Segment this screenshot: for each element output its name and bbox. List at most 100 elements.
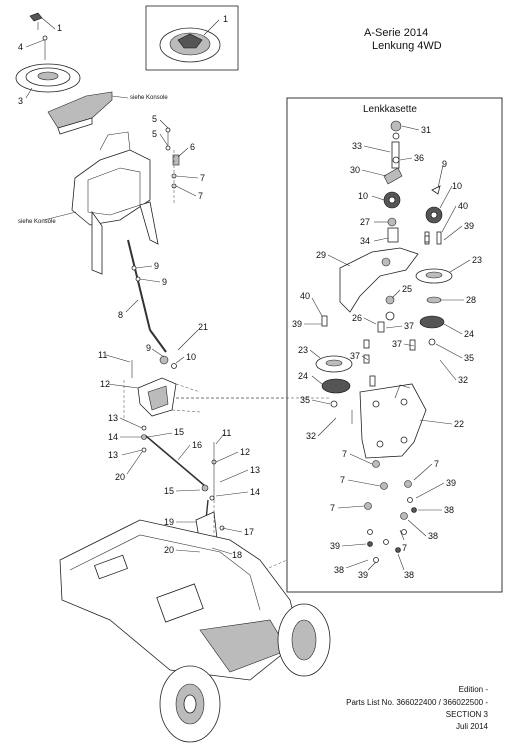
callout-38b: 38 <box>428 531 438 541</box>
callout-6: 6 <box>190 142 195 152</box>
callout-18: 18 <box>232 550 242 560</box>
small-bolts <box>321 235 430 424</box>
callout-36: 36 <box>414 153 424 163</box>
header-section: Lenkung 4WD <box>372 40 442 52</box>
callout-3: 3 <box>18 96 23 106</box>
callout-39a: 39 <box>464 221 474 231</box>
callout-k7a: 7 <box>342 449 347 459</box>
callout-numbers: 1 1 4 3 5 5 6 7 7 9 9 8 21 9 10 11 12 13… <box>18 14 482 580</box>
callout-37c: 37 <box>350 351 360 361</box>
callout-40b: 40 <box>300 291 310 301</box>
lenkkasette-title: Lenkkasette <box>363 104 417 115</box>
pivot-bracket <box>123 360 201 420</box>
callout-12a: 12 <box>100 379 110 389</box>
callout-20a: 20 <box>115 472 125 482</box>
callout-24b: 24 <box>298 371 308 381</box>
callout-14b: 14 <box>250 487 260 497</box>
callout-23a: 23 <box>472 255 482 265</box>
callout-10b: 10 <box>452 181 462 191</box>
callout-31: 31 <box>421 125 431 135</box>
callout-29: 29 <box>316 250 326 260</box>
callout-38d: 38 <box>404 570 414 580</box>
lenk-upper-shaft <box>383 120 443 245</box>
callout-k7e: 7 <box>402 543 407 553</box>
callout-39b: 39 <box>292 319 302 329</box>
dash-console <box>47 91 129 135</box>
callout-38c: 38 <box>334 565 344 575</box>
callout-k7c: 7 <box>340 475 345 485</box>
sector-plate <box>339 247 419 321</box>
callout-39c: 39 <box>446 478 456 488</box>
callout-11b: 11 <box>222 428 231 438</box>
steering-wheel-assembly <box>15 12 81 93</box>
konsole-ref-top: siehe Konsole <box>130 95 168 101</box>
callout-9b: 9 <box>162 277 167 287</box>
callout-13c: 13 <box>250 465 260 475</box>
callout-33: 33 <box>352 141 362 151</box>
callout-10: 10 <box>186 352 196 362</box>
callout-10a: 10 <box>358 191 368 201</box>
callout-37a: 37 <box>404 321 414 331</box>
callout-9a: 9 <box>154 261 159 271</box>
callout-26: 26 <box>352 313 362 323</box>
callout-40a: 40 <box>458 201 468 211</box>
callout-5b: 5 <box>152 129 157 139</box>
inset-box <box>145 5 239 71</box>
footer-edition: Edition - <box>458 685 488 694</box>
callout-34: 34 <box>360 236 370 246</box>
steering-frame <box>43 131 159 275</box>
callout-35a: 35 <box>464 353 474 363</box>
callout-k7b: 7 <box>434 459 439 469</box>
callout-22: 22 <box>454 419 464 429</box>
callout-1: 1 <box>57 23 62 33</box>
callout-28: 28 <box>466 295 476 305</box>
callout-35b: 35 <box>300 395 310 405</box>
callout-8: 8 <box>118 310 123 320</box>
small-parts-column <box>131 127 180 282</box>
callout-15a: 15 <box>174 427 184 437</box>
callout-17: 17 <box>244 527 254 537</box>
callout-k9: 9 <box>442 159 447 169</box>
callout-k7d: 7 <box>330 503 335 513</box>
mounting-plate <box>359 383 427 459</box>
tractor-chassis <box>59 519 331 743</box>
bearing-flanges <box>315 268 453 408</box>
callout-15b: 15 <box>164 486 174 496</box>
callout-21: 21 <box>198 322 208 332</box>
callout-13b: 13 <box>108 450 118 460</box>
leader-lines <box>25 17 471 571</box>
callout-23b: 23 <box>298 345 308 355</box>
footer-date: Juli 2014 <box>455 722 488 731</box>
header-series: A-Serie 2014 <box>364 27 429 39</box>
inset-steering-cap <box>159 19 221 63</box>
callout-30: 30 <box>350 165 360 175</box>
callout-38a: 38 <box>444 505 454 515</box>
callout-12b: 12 <box>240 447 250 457</box>
callout-19: 19 <box>164 517 174 527</box>
callout-inset-1: 1 <box>223 14 228 24</box>
callout-7b: 7 <box>198 191 203 201</box>
callout-11a: 11 <box>98 350 107 360</box>
callout-7a: 7 <box>200 173 205 183</box>
callout-13a: 13 <box>108 413 118 423</box>
callout-9c: 9 <box>146 343 151 353</box>
footer-section: SECTION 3 <box>445 710 488 719</box>
callout-20b: 20 <box>164 545 174 555</box>
callout-14a: 14 <box>108 432 118 442</box>
steering-shaft <box>127 239 177 369</box>
callout-39d: 39 <box>330 541 340 551</box>
callout-4: 4 <box>18 42 23 52</box>
footer-parts-list: Parts List No. 366022400 / 366022500 - <box>346 698 488 707</box>
callout-39e: 39 <box>358 570 368 580</box>
callout-16: 16 <box>192 440 202 450</box>
callout-32b: 32 <box>306 431 316 441</box>
callout-32a: 32 <box>458 375 468 385</box>
konsole-ref-left: siehe Konsole <box>18 219 56 225</box>
callout-24a: 24 <box>464 329 474 339</box>
lower-nuts <box>364 460 417 563</box>
lenkkasette-box <box>286 97 503 593</box>
callout-37b: 37 <box>392 339 402 349</box>
callout-25: 25 <box>402 284 412 294</box>
